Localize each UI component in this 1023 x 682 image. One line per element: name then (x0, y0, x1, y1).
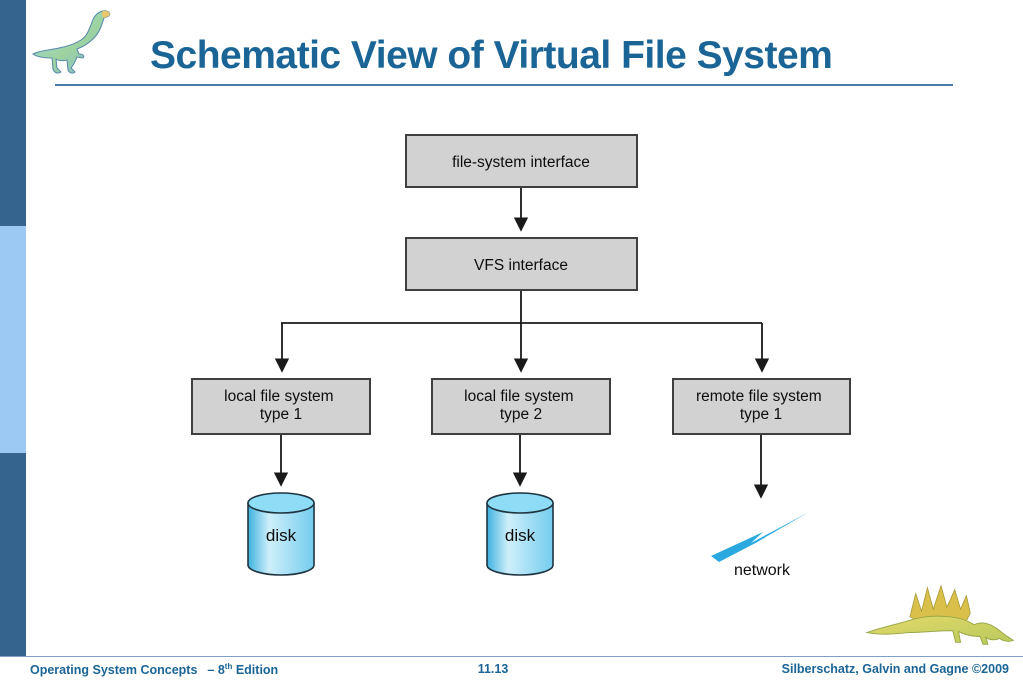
dinosaur-footer-icon (865, 584, 1015, 645)
footer-separator (0, 656, 1023, 657)
node-fs-interface-box (405, 134, 638, 188)
title-underline (55, 84, 953, 86)
node-local-fs-type2-box (431, 378, 611, 435)
sidebar-accent-middle (0, 226, 26, 453)
node-fs-interface-label: file-system interface (452, 154, 590, 171)
node-local-fs-type1-box (191, 378, 371, 435)
footer-book-title: Operating System Concepts – 8th Edition (30, 662, 278, 677)
connector-vfs-branch (281, 290, 762, 324)
node-remote-fs-type1-label: remote file system type 1 (696, 388, 826, 423)
disk-cylinder-1: disk (247, 492, 315, 576)
disk-cylinder-2: disk (486, 492, 554, 576)
disk2-label: disk (505, 526, 536, 545)
sidebar-accent-bottom (0, 453, 26, 657)
network-bolt-icon (711, 512, 809, 562)
node-remote-fs-type1-box (672, 378, 851, 435)
sidebar-accent-top (0, 0, 26, 226)
footer-edition: – 8th Edition (207, 662, 279, 678)
node-vfs-interface-label: VFS interface (474, 257, 568, 274)
footer-authors: Silberschatz, Galvin and Gagne ©2009 (781, 662, 1009, 676)
footer-book-name: Operating System Concepts (30, 663, 198, 678)
page-title: Schematic View of Virtual File System (150, 34, 833, 77)
network-label: network (734, 562, 791, 579)
node-vfs-interface-box (405, 237, 638, 291)
disk1-label: disk (266, 526, 297, 545)
node-local-fs-type2-label: local file system type 2 (464, 388, 578, 423)
node-local-fs-type1-label: local file system type 1 (224, 388, 338, 423)
footer-page-number: 11.13 (477, 662, 509, 676)
dinosaur-logo-icon (32, 10, 111, 74)
